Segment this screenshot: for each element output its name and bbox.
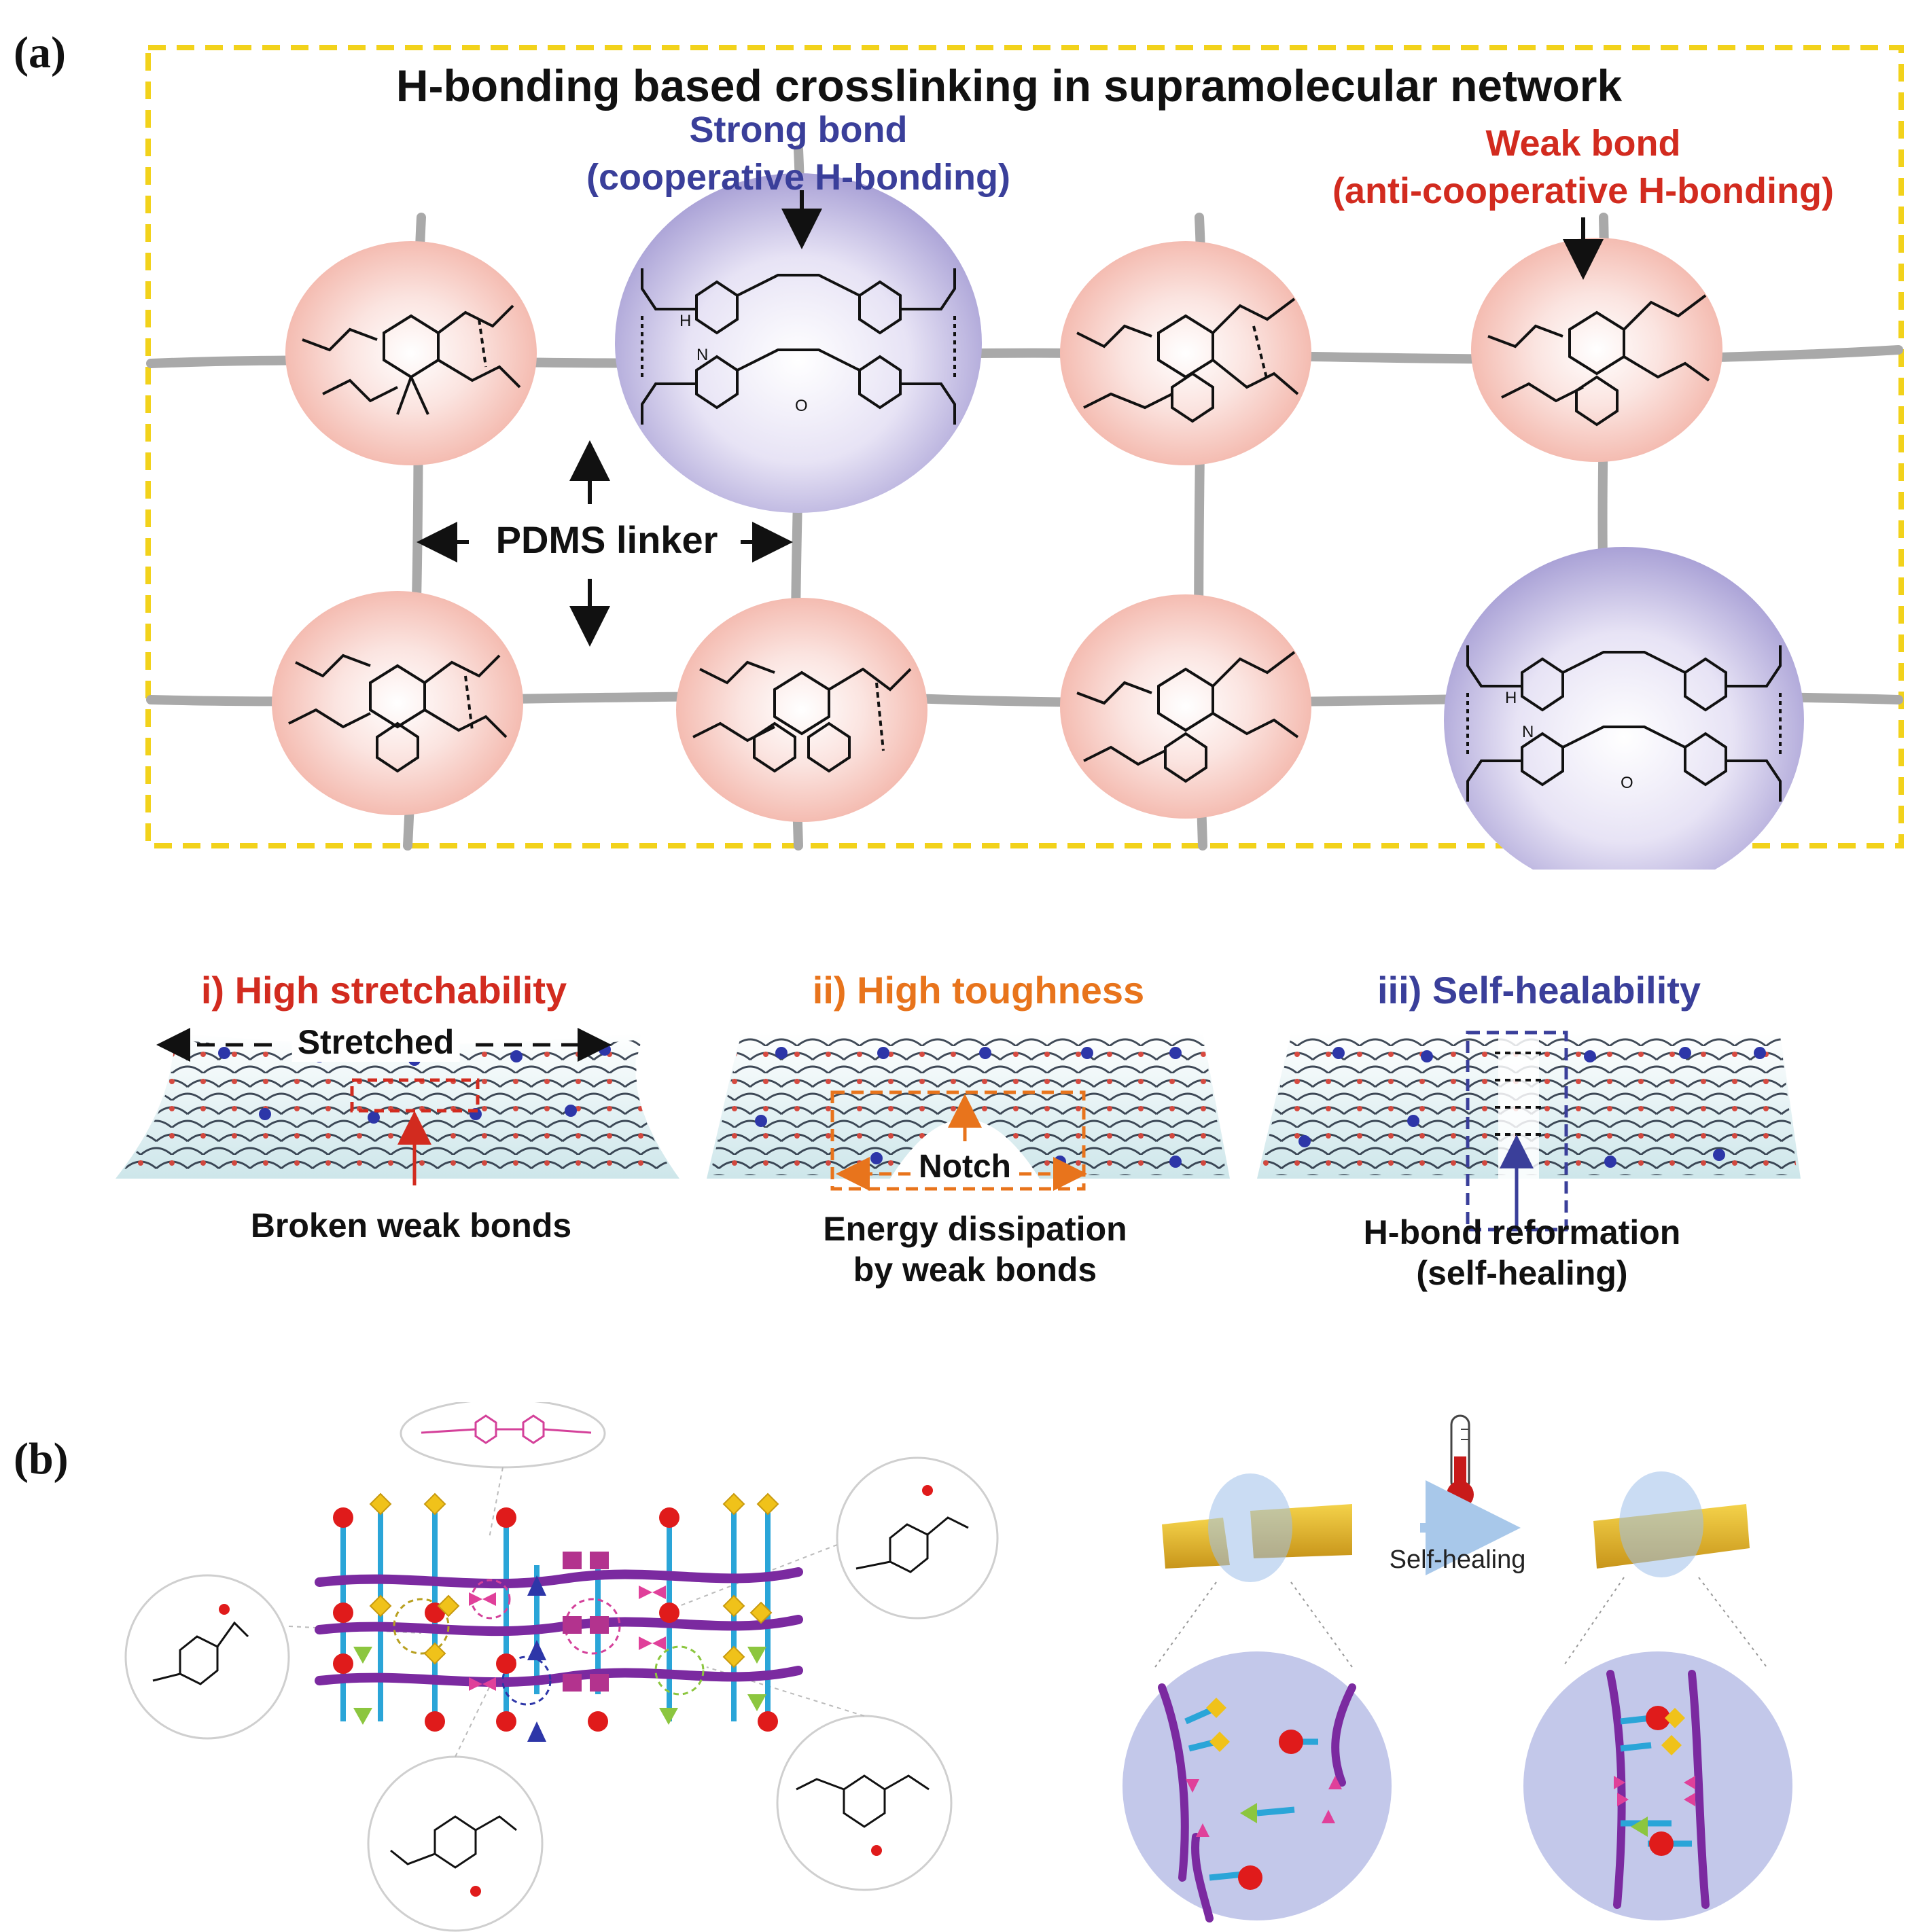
network-diagram: H N O H N O <box>145 45 1904 870</box>
atom-h-label: H <box>1505 689 1517 707</box>
green-triangles <box>353 1647 766 1725</box>
blue-triangles <box>527 1575 546 1742</box>
atom-labels: H N O H N O <box>679 312 1633 792</box>
polymer-chains <box>315 1567 803 1687</box>
property-title-stretchability: i) High stretchability <box>200 969 567 1012</box>
property-caption-self-healing: H-bond reformation <box>1363 1213 1681 1251</box>
cut-sample <box>1162 1473 1352 1582</box>
strong-bond-label: Strong bond <box>689 109 908 150</box>
notch-cutout <box>890 1119 1040 1179</box>
molecule-insets <box>124 1402 999 1932</box>
strong-bond-sublabel: (cooperative H-bonding) <box>586 157 1010 198</box>
bowties <box>469 1586 666 1691</box>
weak-bond-label: Weak bond <box>1485 123 1681 164</box>
weak-bond-sublabel: (anti-cooperative H-bonding) <box>1332 171 1834 211</box>
panel-a-frame <box>145 45 1904 848</box>
strong-bond-molecules <box>641 268 1782 802</box>
self-healing-label: Self-healing <box>1389 1545 1526 1574</box>
atom-o-label: O <box>1621 774 1633 792</box>
side-chain-sticks <box>340 1504 771 1721</box>
property-caption-toughness: Energy dissipation <box>823 1210 1127 1248</box>
property-caption-self-healing-line2: (self-healing) <box>1416 1254 1628 1292</box>
property-caption-toughness-line2: by weak bonds <box>853 1251 1097 1289</box>
notch-box <box>830 1090 1086 1191</box>
pdms-linker-label: PDMS linker <box>495 518 718 561</box>
stretched-label: Stretched <box>291 1022 460 1062</box>
property-title-self-healability: iii) Self-healability <box>1377 969 1701 1012</box>
pdms-linker-arrows <box>417 440 793 647</box>
strong-bond-nodes <box>615 173 1804 870</box>
healed-sample <box>1593 1471 1750 1577</box>
weak-bond-nodes <box>272 238 1722 822</box>
property-caption-stretchability: Broken weak bonds <box>250 1206 572 1245</box>
panel-a-title: H-bonding based crosslinking in supramol… <box>395 60 1623 111</box>
stretched-sheet <box>116 1028 679 1185</box>
atom-n-label: N <box>1522 723 1534 741</box>
properties-diagram <box>116 1028 1801 1232</box>
panel-b-diagram <box>124 1402 1792 1932</box>
panel-b-label: (b) <box>14 1434 69 1484</box>
thermometer-icon <box>1447 1414 1474 1508</box>
atom-n-label: N <box>696 346 708 364</box>
yellow-diamonds <box>369 1492 779 1668</box>
atom-h-label: H <box>679 312 691 330</box>
purple-squares <box>563 1552 609 1692</box>
property-title-toughness: ii) High toughness <box>812 969 1145 1012</box>
atom-o-label: O <box>795 397 808 415</box>
panel-a-label: (a) <box>14 28 66 77</box>
reformation-box <box>1466 1031 1568 1232</box>
healing-sheet <box>1257 1031 1801 1232</box>
weak-bond-molecules <box>288 294 1710 783</box>
notch-label: Notch <box>919 1149 1011 1185</box>
notched-sheet <box>707 1033 1230 1191</box>
zoom-healed <box>1523 1651 1792 1920</box>
red-spheres <box>333 1507 778 1732</box>
